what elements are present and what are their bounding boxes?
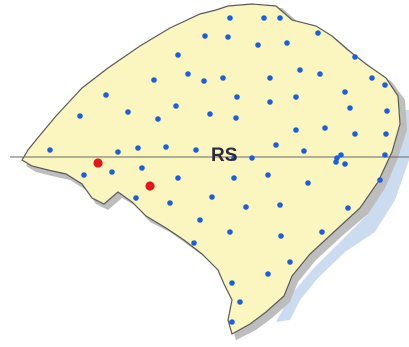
blue-point — [265, 172, 271, 178]
blue-point — [342, 89, 348, 95]
red-points — [93, 158, 155, 191]
blue-point — [377, 177, 383, 183]
blue-point — [167, 200, 173, 206]
blue-point — [163, 144, 169, 150]
blue-point — [207, 111, 213, 117]
blue-point — [305, 180, 311, 186]
blue-point — [267, 75, 273, 81]
blue-point — [229, 319, 235, 325]
blue-point — [352, 131, 358, 137]
blue-point — [151, 77, 157, 83]
blue-point — [229, 280, 235, 286]
blue-point — [301, 148, 307, 154]
blue-point — [293, 94, 299, 100]
blue-point — [319, 229, 325, 235]
blue-point — [345, 205, 351, 211]
blue-point — [322, 125, 328, 131]
blue-point — [382, 152, 388, 158]
blue-point — [175, 52, 181, 58]
blue-point — [267, 99, 273, 105]
blue-point — [227, 229, 233, 235]
blue-point — [255, 42, 261, 48]
blue-point — [237, 299, 243, 305]
blue-point — [317, 71, 323, 77]
blue-point — [333, 159, 339, 165]
blue-point — [249, 155, 255, 161]
blue-point — [227, 15, 233, 21]
blue-point — [201, 78, 207, 84]
blue-point — [209, 194, 215, 200]
blue-point — [297, 67, 303, 73]
blue-point — [135, 145, 141, 151]
blue-point — [243, 204, 249, 210]
blue-point — [277, 202, 283, 208]
blue-point — [352, 54, 358, 60]
blue-points — [47, 15, 390, 325]
blue-point — [384, 108, 390, 114]
blue-point — [287, 259, 293, 265]
blue-point — [47, 147, 53, 153]
blue-point — [81, 172, 87, 178]
blue-point — [193, 147, 199, 153]
blue-point — [133, 195, 139, 201]
red-point — [145, 181, 155, 191]
blue-point — [338, 152, 344, 158]
blue-point — [231, 155, 237, 161]
blue-point — [155, 116, 161, 122]
blue-point — [233, 115, 239, 121]
blue-point — [125, 109, 131, 115]
blue-point — [175, 175, 181, 181]
blue-point — [382, 82, 388, 88]
state-land — [21, 3, 401, 335]
blue-point — [284, 40, 290, 46]
blue-point — [277, 15, 283, 21]
blue-point — [197, 217, 203, 223]
state-label: RS — [211, 145, 237, 166]
blue-point — [278, 233, 284, 239]
blue-point — [383, 131, 389, 137]
blue-point — [342, 161, 348, 167]
blue-point — [261, 15, 267, 21]
blue-point — [115, 149, 121, 155]
blue-point — [231, 175, 237, 181]
blue-point — [139, 165, 145, 171]
blue-point — [225, 34, 231, 40]
blue-point — [173, 103, 179, 109]
blue-point — [369, 75, 375, 81]
blue-point — [265, 271, 271, 277]
blue-point — [347, 105, 353, 111]
blue-point — [103, 92, 109, 98]
blue-point — [109, 169, 115, 175]
blue-point — [202, 33, 208, 39]
blue-point — [220, 75, 226, 81]
blue-point — [191, 240, 197, 246]
blue-point — [77, 113, 83, 119]
blue-point — [293, 127, 299, 133]
blue-point — [234, 94, 240, 100]
red-point — [93, 158, 103, 168]
blue-point — [185, 71, 191, 77]
blue-point — [273, 142, 279, 148]
blue-point — [315, 30, 321, 36]
